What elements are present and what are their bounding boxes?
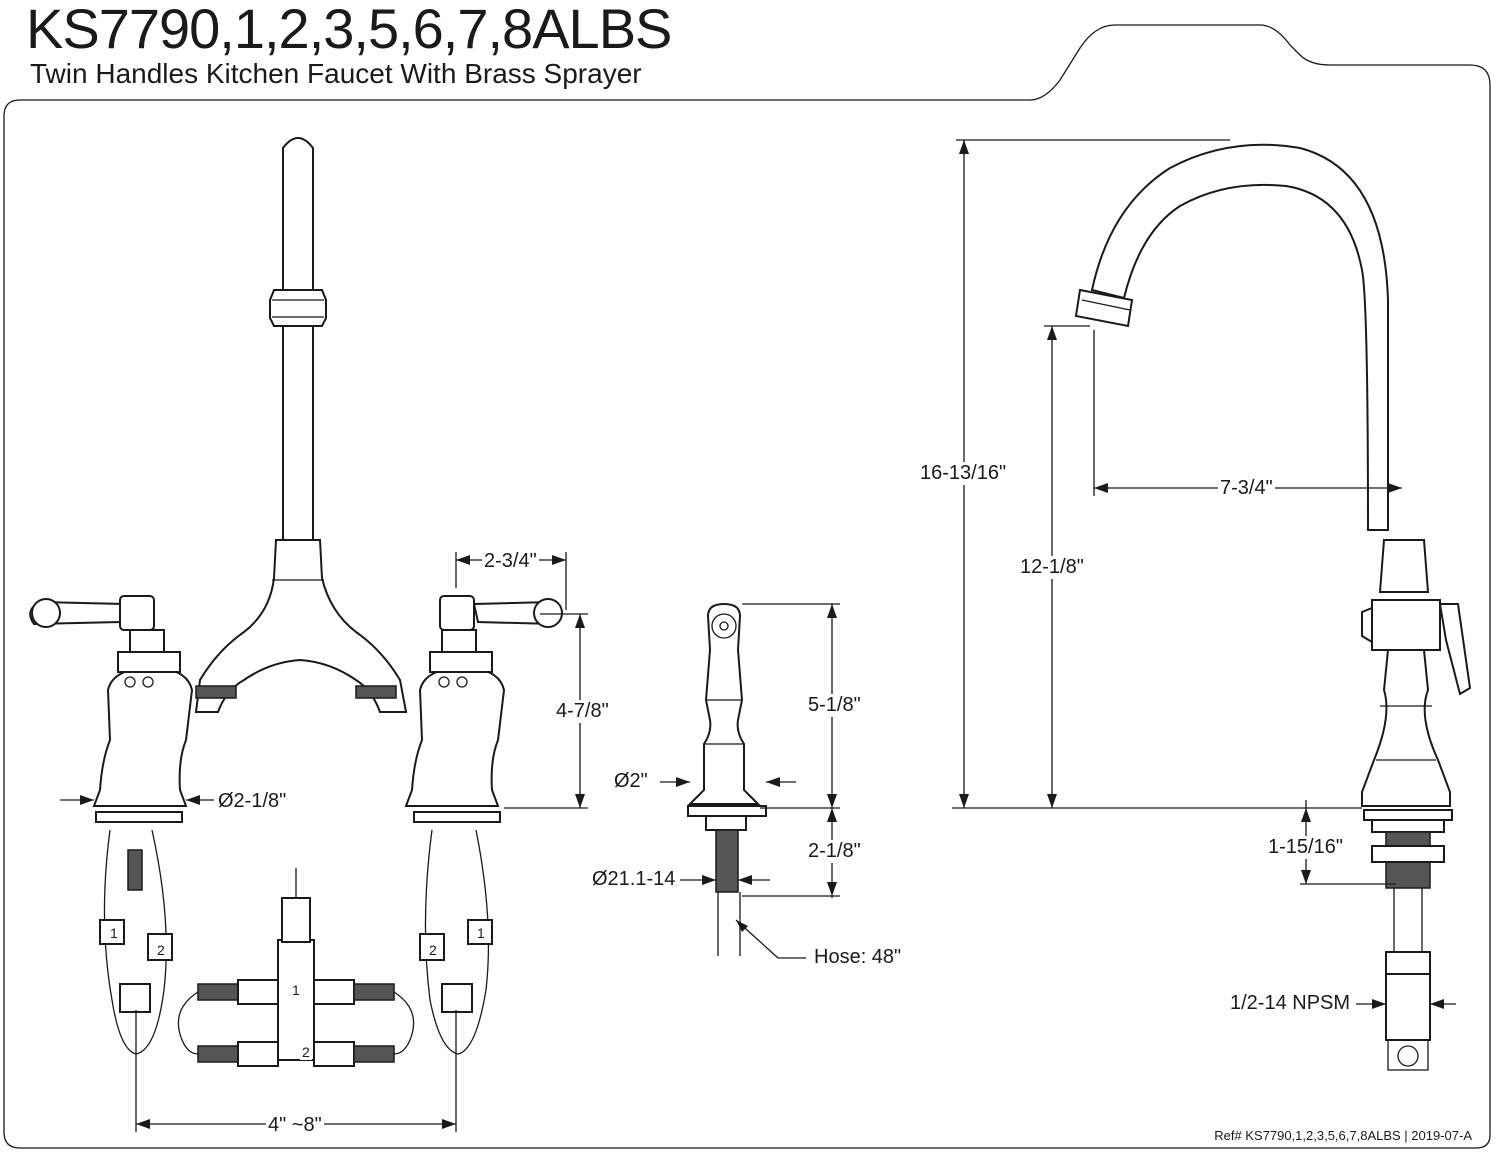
sprayer-view bbox=[660, 602, 840, 959]
dim-overall-height: 16-13/16" bbox=[918, 462, 1009, 485]
dim-handle-offset: 2-3/4" bbox=[482, 550, 539, 573]
port-label-1-left: 1 bbox=[108, 925, 120, 941]
dim-connection: 1/2-14 NPSM bbox=[1228, 992, 1353, 1015]
dim-base-diameter: Ø2-1/8" bbox=[216, 790, 289, 813]
front-view-faucet bbox=[29, 137, 588, 1132]
port-label-2-left: 2 bbox=[155, 942, 167, 958]
product-subtitle: Twin Handles Kitchen Faucet With Brass S… bbox=[30, 58, 642, 89]
tee-label-1: 1 bbox=[290, 982, 302, 998]
port-label-2-right: 2 bbox=[427, 942, 439, 958]
tee-label-2: 2 bbox=[300, 1044, 312, 1060]
dim-spout-height: 12-1/8" bbox=[1018, 556, 1086, 579]
side-view-faucet bbox=[952, 139, 1472, 1071]
dim-sprayer-height: 5-1/8" bbox=[806, 694, 863, 717]
sheet-border bbox=[3, 24, 1491, 1149]
dim-center-spread: 4" ~8" bbox=[266, 1114, 324, 1137]
model-title: KS7790,1,2,3,5,6,7,8ALBS bbox=[26, 0, 672, 60]
dim-deck-thickness: 1-15/16" bbox=[1266, 836, 1345, 859]
dim-sprayer-thread: Ø21.1-14 bbox=[590, 868, 678, 891]
port-label-1-right: 1 bbox=[475, 925, 487, 941]
dim-sprayer-shank: 2-1/8" bbox=[806, 840, 863, 863]
dim-hose-length: Hose: 48" bbox=[812, 946, 904, 969]
dim-handle-height: 4-7/8" bbox=[554, 700, 611, 723]
dim-sprayer-diameter: Ø2" bbox=[612, 770, 650, 793]
dim-spout-reach: 7-3/4" bbox=[1218, 477, 1275, 500]
reference-footer: Ref# KS7790,1,2,3,5,6,7,8ALBS | 2019-07-… bbox=[1214, 1128, 1472, 1143]
